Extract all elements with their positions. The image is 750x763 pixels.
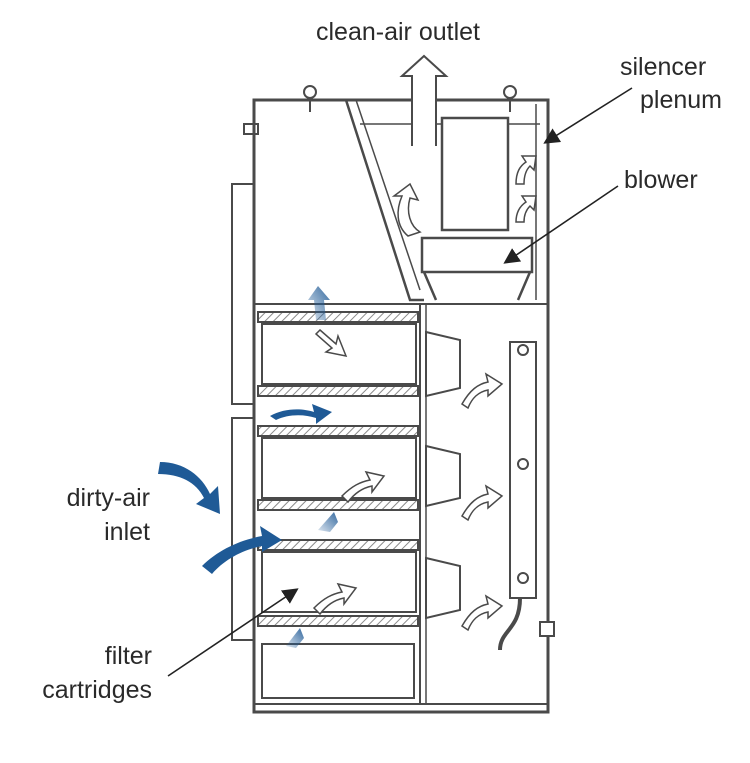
blower-unit <box>420 116 534 301</box>
clean-air-outlet-label: clean-air outlet <box>316 18 480 46</box>
silencer-plenum-label-line2: plenum <box>640 86 722 114</box>
filter-cartridges-label-line2: cartridges <box>42 676 152 704</box>
filter-cartridge-1 <box>257 311 419 397</box>
clean-side-outlets <box>425 330 555 651</box>
blower-label: blower <box>624 166 698 194</box>
leader-line-arrow-icon <box>167 87 633 677</box>
up-arrow-icon <box>399 54 449 146</box>
silencer-plenum-label-line1: silencer <box>620 53 707 81</box>
dirty-air-inlet-label-line1: dirty-air <box>66 484 150 512</box>
dirty-air-inlet-label-line2: inlet <box>104 518 150 546</box>
filter-cartridges <box>257 311 419 699</box>
clean-air-arrow-icon <box>312 155 537 632</box>
filter-cartridge-3 <box>257 539 419 627</box>
filter-cartridges-label-line1: filter <box>104 642 152 670</box>
dirty-air-arrow-icon <box>158 286 338 648</box>
filter-cartridge-2 <box>257 425 419 511</box>
